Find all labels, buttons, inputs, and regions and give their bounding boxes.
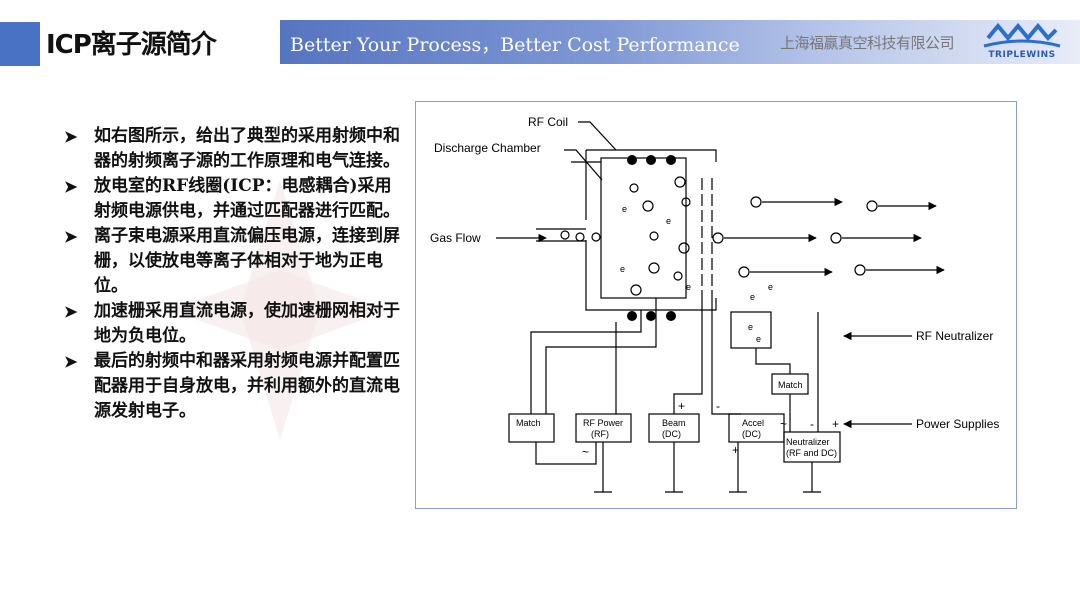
rf-power-label: RF Power bbox=[583, 418, 623, 428]
beam-label: Beam bbox=[662, 418, 686, 428]
outer-wall bbox=[585, 149, 717, 311]
rf-tilde-label: ~ bbox=[582, 445, 589, 459]
wire-match-loop bbox=[545, 298, 657, 414]
accel-sub-label: (DC) bbox=[742, 429, 761, 439]
neut-tilde-label: ~ bbox=[780, 417, 787, 431]
gas-molecule bbox=[673, 271, 683, 281]
bullet-item: ➤加速栅采用直流电源，使加速栅网相对于地为负电位。 bbox=[64, 301, 400, 346]
electron-label: e bbox=[620, 264, 625, 274]
ground-accel bbox=[729, 442, 747, 493]
wire-neut-match bbox=[755, 348, 791, 374]
coil-dot bbox=[627, 311, 637, 321]
watermark-logo-icon bbox=[170, 180, 390, 440]
gas-molecule bbox=[649, 231, 659, 241]
ground-rf bbox=[594, 442, 612, 493]
ground-neut bbox=[803, 462, 821, 493]
slogan: Better Your Process，Better Cost Performa… bbox=[290, 34, 740, 56]
discharge-chamber-box bbox=[600, 157, 687, 299]
logo-text: TRIPLEWINS bbox=[988, 50, 1056, 60]
neutralizer-sub-label: (RF and DC) bbox=[786, 448, 837, 458]
bullet-list: ➤如右图所示，给出了典型的采用射频中和器的射频离子源的工作原理和电气连接。 ➤放… bbox=[64, 124, 404, 424]
ion bbox=[854, 264, 866, 276]
gas-molecule bbox=[629, 183, 639, 193]
wire-beam bbox=[673, 298, 703, 414]
beam-plus-label: + bbox=[678, 399, 685, 413]
neutralizer-label: Neutralizer bbox=[786, 437, 830, 447]
wire-rf-return bbox=[535, 442, 597, 465]
power-supplies-label: Power Supplies bbox=[916, 417, 999, 431]
accel-box bbox=[728, 413, 785, 443]
rf-power-sub-label: (RF) bbox=[591, 429, 609, 439]
ion-source-diagram: RF Coil Discharge Chamber Gas Flow RF Ne… bbox=[415, 101, 1017, 509]
coil-dot bbox=[627, 155, 637, 165]
ion bbox=[630, 284, 642, 296]
company-logo: TRIPLEWINS bbox=[980, 20, 1064, 64]
header-banner: Better Your Process，Better Cost Performa… bbox=[280, 20, 1080, 64]
rf-coil-label: RF Coil bbox=[528, 115, 568, 129]
accel-plus-label: + bbox=[732, 443, 739, 457]
bullet-arrow-icon: ➤ bbox=[64, 352, 78, 371]
ion bbox=[738, 266, 750, 278]
ion bbox=[750, 196, 762, 208]
beam-sub-label: (DC) bbox=[662, 429, 681, 439]
accel-label: Accel bbox=[742, 418, 764, 428]
title-accent-block bbox=[0, 22, 40, 66]
ion bbox=[678, 242, 690, 254]
electron-label: e bbox=[666, 216, 671, 226]
discharge-chamber-label: Discharge Chamber bbox=[434, 141, 541, 155]
gas-molecule bbox=[681, 197, 691, 207]
bullet-arrow-icon: ➤ bbox=[64, 302, 78, 321]
match-right-label: Match bbox=[778, 380, 803, 390]
ion bbox=[642, 200, 654, 212]
gas-molecule bbox=[591, 232, 601, 242]
bullet-arrow-icon: ➤ bbox=[64, 177, 78, 196]
coil-dot bbox=[666, 311, 676, 321]
ion bbox=[712, 232, 724, 244]
bullet-arrow-icon: ➤ bbox=[64, 227, 78, 246]
neut-minus-label: - bbox=[810, 417, 814, 431]
bullet-item: ➤离子束电源采用直流偏压电源，连接到屏栅，以使放电等离子体相对于地为正电位。 bbox=[64, 226, 400, 296]
bullet-arrow-icon: ➤ bbox=[64, 127, 78, 146]
discharge-chamber-leader bbox=[564, 149, 603, 181]
rf-coil-leader bbox=[578, 121, 617, 151]
electron-label: e bbox=[768, 282, 773, 292]
wire-match-left bbox=[530, 310, 642, 414]
match-left-label: Match bbox=[516, 418, 541, 428]
electron-label: e bbox=[748, 322, 753, 332]
neutralizer-box bbox=[730, 311, 772, 349]
diagram-svg: RF Coil Discharge Chamber Gas Flow RF Ne… bbox=[430, 115, 999, 493]
ground-beam bbox=[665, 442, 683, 493]
wire-accel bbox=[711, 298, 741, 415]
electron-label: e bbox=[750, 292, 755, 302]
ion bbox=[830, 232, 842, 244]
gas-flow-label: Gas Flow bbox=[430, 231, 481, 245]
bullet-item: ➤如右图所示，给出了典型的采用射频中和器的射频离子源的工作原理和电气连接。 bbox=[64, 126, 400, 171]
electron-label: e bbox=[756, 334, 761, 344]
neut-plus-label: + bbox=[832, 417, 839, 431]
bullet-item: ➤放电室的RF线圈(ICP：电感耦合)采用射频电源供电，并通过匹配器进行匹配。 bbox=[64, 176, 400, 221]
coil-dot bbox=[646, 155, 656, 165]
accel-minus-label: - bbox=[716, 399, 720, 413]
electron-label: e bbox=[686, 282, 691, 292]
coil-dot bbox=[666, 155, 676, 165]
coil-dot bbox=[646, 311, 656, 321]
gas-molecule bbox=[560, 230, 570, 240]
company-name: 上海福赢真空科技有限公司 bbox=[780, 34, 955, 52]
logo-wave-icon bbox=[983, 22, 1061, 48]
ion bbox=[674, 176, 686, 188]
electron-label: e bbox=[622, 204, 627, 214]
page-title: ICP离子源简介 bbox=[46, 30, 217, 60]
gas-molecule bbox=[575, 232, 585, 242]
bullet-item: ➤最后的射频中和器采用射频电源并配置匹配器用于自身放电，并利用额外的直流电源发射… bbox=[64, 351, 400, 421]
rf-neutralizer-label: RF Neutralizer bbox=[916, 329, 993, 343]
ion bbox=[866, 200, 878, 212]
ion bbox=[648, 262, 660, 274]
